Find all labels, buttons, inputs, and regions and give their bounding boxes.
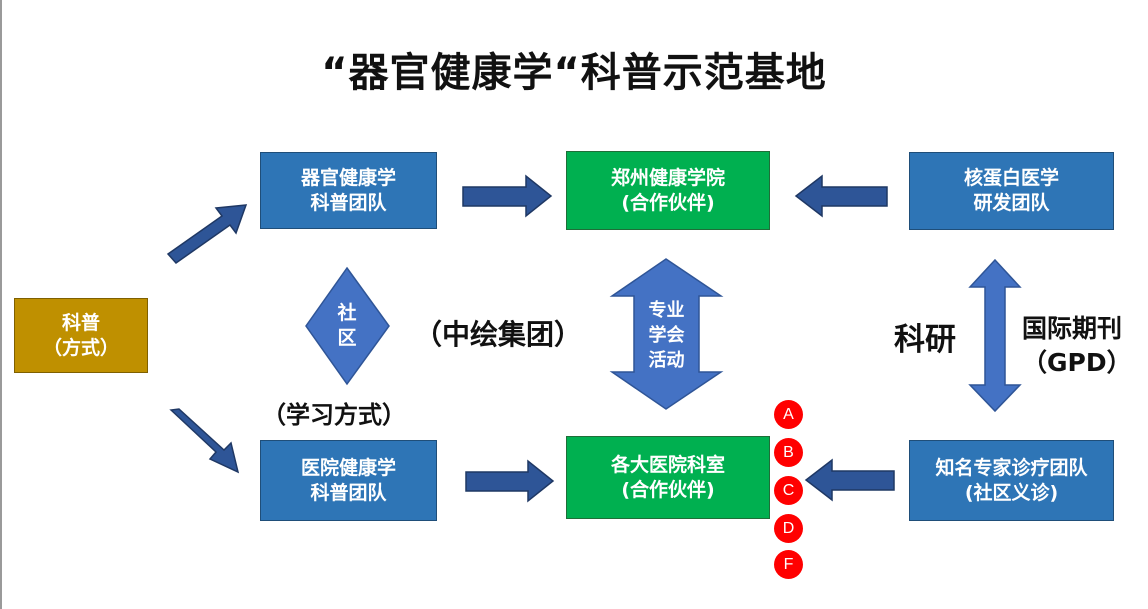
dot-c: C bbox=[774, 476, 803, 505]
diagonal-up-arrow bbox=[166, 204, 248, 264]
arrow-nucleoprotein-to-zhengzhou bbox=[794, 174, 888, 218]
activity-line3: 活动 bbox=[648, 349, 685, 371]
organ-health-team-box: 器官健康学 科普团队 bbox=[260, 152, 437, 229]
slide-left-border bbox=[0, 0, 2, 609]
arrow-organ-to-zhengzhou bbox=[462, 174, 553, 218]
zhengzhou-college-box: 郑州健康学院 (合作伙伴) bbox=[566, 151, 770, 230]
dot-d: D bbox=[774, 514, 803, 543]
nucleoprotein-line1: 核蛋白医学 bbox=[963, 167, 1059, 189]
hospitals-line2: (合作伙伴) bbox=[621, 478, 715, 501]
expert-team-box: 知名专家诊疗团队 (社区义诊) bbox=[909, 440, 1114, 521]
activity-line2: 学会 bbox=[648, 324, 685, 346]
research-double-arrow bbox=[968, 258, 1022, 413]
hospital-team-line2: 科普团队 bbox=[310, 481, 387, 504]
community-diamond-text: 社 区 bbox=[322, 298, 372, 354]
community-diamond bbox=[305, 266, 390, 386]
organ-team-line1: 器官健康学 bbox=[300, 166, 396, 189]
hospitals-line1: 各大医院科室 bbox=[610, 453, 725, 476]
activity-line1: 专业 bbox=[648, 299, 685, 321]
arrow-hospitalteam-to-hospitals bbox=[465, 459, 555, 503]
kepu-method-box: 科普 （方式） bbox=[14, 298, 148, 373]
nucleoprotein-line2: 研发团队 bbox=[973, 192, 1050, 214]
nucleoprotein-team-box: 核蛋白医学 研发团队 bbox=[909, 152, 1114, 230]
diagonal-down-arrow bbox=[169, 408, 240, 474]
experts-line1: 知名专家诊疗团队 bbox=[935, 456, 1088, 479]
zhengzhou-line1: 郑州健康学院 bbox=[610, 166, 725, 189]
zhonghui-group-label: （中绘集团） bbox=[414, 318, 583, 351]
experts-line2: (社区义诊) bbox=[964, 481, 1059, 504]
arrow-experts-to-hospitals bbox=[804, 458, 895, 502]
activity-double-arrow bbox=[609, 258, 724, 410]
diamond-line1: 社 bbox=[337, 302, 357, 324]
dot-b: B bbox=[774, 438, 803, 467]
research-label: 科研 bbox=[894, 322, 956, 358]
activity-arrow-text: 专业 学会 活动 bbox=[634, 296, 699, 374]
dot-a: A bbox=[774, 400, 803, 429]
hospital-health-team-box: 医院健康学 科普团队 bbox=[260, 440, 437, 521]
diamond-line2: 区 bbox=[337, 327, 357, 349]
study-method-label: （学习方式） bbox=[262, 401, 406, 429]
hospital-departments-box: 各大医院科室 (合作伙伴) bbox=[566, 436, 770, 519]
hospital-team-line1: 医院健康学 bbox=[300, 456, 396, 479]
page-title: “器官健康学“科普示范基地 bbox=[321, 50, 827, 96]
organ-team-line2: 科普团队 bbox=[310, 191, 387, 214]
dot-f: F bbox=[774, 550, 803, 579]
journal-label-line1: 国际期刊 bbox=[1022, 314, 1123, 343]
journal-label-line2: （GPD） bbox=[1022, 348, 1132, 377]
method-label: （方式） bbox=[42, 336, 119, 359]
zhengzhou-line2: (合作伙伴) bbox=[621, 191, 715, 214]
kepu-label: 科普 bbox=[61, 311, 100, 334]
